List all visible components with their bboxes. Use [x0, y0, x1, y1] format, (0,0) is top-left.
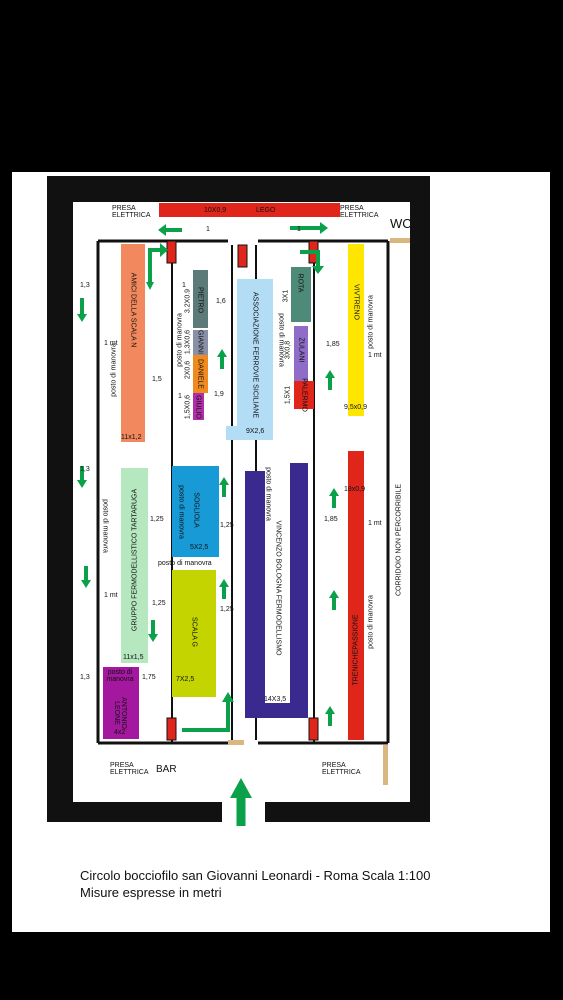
module-giulio — [193, 393, 204, 420]
daniele-size: 2X0,6 — [184, 360, 192, 380]
palermo-name: PALERMO — [300, 378, 308, 412]
measure-1-top-right: 1 — [297, 226, 301, 233]
measure-1-25-lower-left: 1,25 — [152, 600, 166, 607]
module-gianni — [193, 330, 208, 355]
manovra-center-right: posto di manovra — [277, 313, 285, 367]
module-antonio — [103, 667, 139, 739]
manovra-right-top: posto di manovra — [367, 295, 375, 349]
sogliola-size: 5X2,5 — [190, 544, 209, 551]
caption-title: Circolo bocciofilo san Giovanni Leonardi… — [80, 868, 431, 883]
module-lego — [159, 203, 340, 217]
associazione-size: 9X2,6 — [246, 428, 265, 435]
presa-elettrica-bottom-left: PRESA ELETTRICA — [110, 762, 149, 776]
associazione-name: ASSOCIAZIONE FERROVIE SICILIANE — [251, 291, 259, 419]
trenichepassione-size: 18x0,9 — [344, 486, 366, 493]
caption-subtitle: Misure espresse in metri — [80, 885, 222, 900]
amici-size: 11x1,2 — [121, 434, 142, 441]
sogliola-name: SOGLIOLA — [192, 492, 200, 528]
measure-1-3-mid: 1,3 — [80, 466, 90, 473]
module-palermo — [294, 381, 314, 409]
module-scalag — [172, 570, 216, 697]
manovra-center-mid: posto di manovra — [158, 560, 212, 567]
measure-1-top-left: 1 — [206, 226, 210, 233]
measure-1-9: 1,9 — [214, 391, 224, 398]
manovra-antonio: posto di manovra — [106, 669, 134, 683]
manovra-center-top: posto di manovra — [176, 313, 184, 367]
module-pietro — [193, 270, 208, 328]
measure-1mt-right-top: 1 mt — [368, 352, 382, 359]
door-wc — [390, 238, 410, 243]
palermo-size: 1,5X1 — [284, 385, 292, 405]
module-amici — [121, 244, 145, 442]
manovra-left-top: posto di manovra — [110, 343, 118, 397]
module-trenichepassione — [348, 451, 364, 740]
module-tartaruga — [121, 468, 148, 663]
door-bar — [228, 740, 244, 745]
gianni-size: 1,3X0,6 — [184, 329, 192, 355]
manovra-right-bottom: posto di manovra — [367, 595, 375, 649]
measure-1-pietro: 1 — [182, 282, 186, 289]
vivtreno-name: VIVTRENO — [352, 284, 360, 320]
module-associazione — [237, 279, 273, 426]
measure-1mt-right-mid: 1 mt — [368, 520, 382, 527]
presa-elettrica-top-left: PRESA ELETTRICA — [112, 205, 151, 219]
module-zulani — [294, 326, 308, 381]
module-rota — [291, 267, 311, 322]
bar-label: BAR — [156, 764, 177, 775]
measure-1-75: 1,75 — [142, 674, 156, 681]
measure-1-25-lower-right: 1,25 — [220, 606, 234, 613]
measure-1-3-bottom: 1,3 — [80, 674, 90, 681]
scalag-name: SCALA G — [190, 617, 198, 647]
presa-elettrica-bottom-right: PRESA ELETTRICA — [322, 762, 361, 776]
gianni-name: GIANNI — [196, 329, 204, 355]
measure-1-giulio: 1 — [178, 393, 182, 400]
module-vivtreno — [348, 244, 364, 416]
lego-size: 10X0,9 — [204, 207, 227, 214]
module-vincenzo — [245, 463, 308, 718]
measure-1-85-top: 1,85 — [326, 341, 340, 348]
measure-1-3-top: 1,3 — [80, 282, 90, 289]
giulio-name: GIULIO — [194, 395, 202, 419]
scalag-size: 7X2,5 — [176, 676, 195, 683]
giulio-size: 1,5X0,6 — [184, 394, 192, 420]
zulani-size: 3X0,8 — [284, 340, 292, 360]
zulani-name: ZULANI — [297, 337, 305, 363]
measure-1-85-mid: 1,85 — [324, 516, 338, 523]
daniele-name: DANIELE — [196, 359, 204, 389]
antonio-size: 4x2 — [114, 729, 126, 736]
vivtreno-size: 9,5x0,9 — [344, 404, 367, 411]
tartaruga-size: 11x1,5 — [123, 654, 144, 661]
presa-elettrica-top-right: PRESA ELETTRICA — [340, 205, 379, 219]
vincenzo-name: VINCENZO BOLOGNA FERMODELLISMO — [274, 520, 282, 656]
pietro-size: 3.2X0.9 — [184, 288, 192, 314]
antonio-name: ANTONIO LEONE — [113, 697, 127, 729]
manovra-vincenzo: posto di manovra — [264, 467, 272, 521]
tartaruga-name: GRUPPO FERMODELLISTICO TARTARUGA — [131, 488, 139, 632]
rota-size: 3X1 — [282, 289, 290, 303]
rota-name: ROTA — [296, 273, 304, 293]
module-daniele — [193, 355, 208, 393]
measure-1-25-right: 1,25 — [220, 522, 234, 529]
measure-1mt-left: 1 mt — [104, 340, 118, 347]
module-sogliola — [172, 466, 219, 557]
amici-name: AMICI DELLA SCALA N — [129, 272, 137, 348]
wc-label: WC — [390, 216, 412, 231]
flow-arrows — [77, 222, 339, 826]
manovra-sogliola: posto di manovra — [177, 485, 185, 539]
pietro-name: PIETRO — [196, 286, 204, 314]
corridoio-label: CORRIDOIO NON PERCORRIBILE — [395, 483, 403, 597]
module-associazione-base — [226, 426, 273, 440]
vincenzo-size: 14X3,5 — [264, 696, 287, 703]
measure-1-5: 1,5 — [152, 376, 162, 383]
trenichepassione-name: TRENICHEPASSIONE — [352, 614, 360, 686]
door-right — [383, 745, 388, 785]
manovra-left-mid: posto di manovra — [101, 499, 109, 553]
lego-name: LEGO — [256, 207, 276, 214]
measure-1-25-left: 1,25 — [150, 516, 164, 523]
measure-1-6: 1,6 — [216, 298, 226, 305]
measure-1mt-left-mid: 1 mt — [104, 592, 118, 599]
